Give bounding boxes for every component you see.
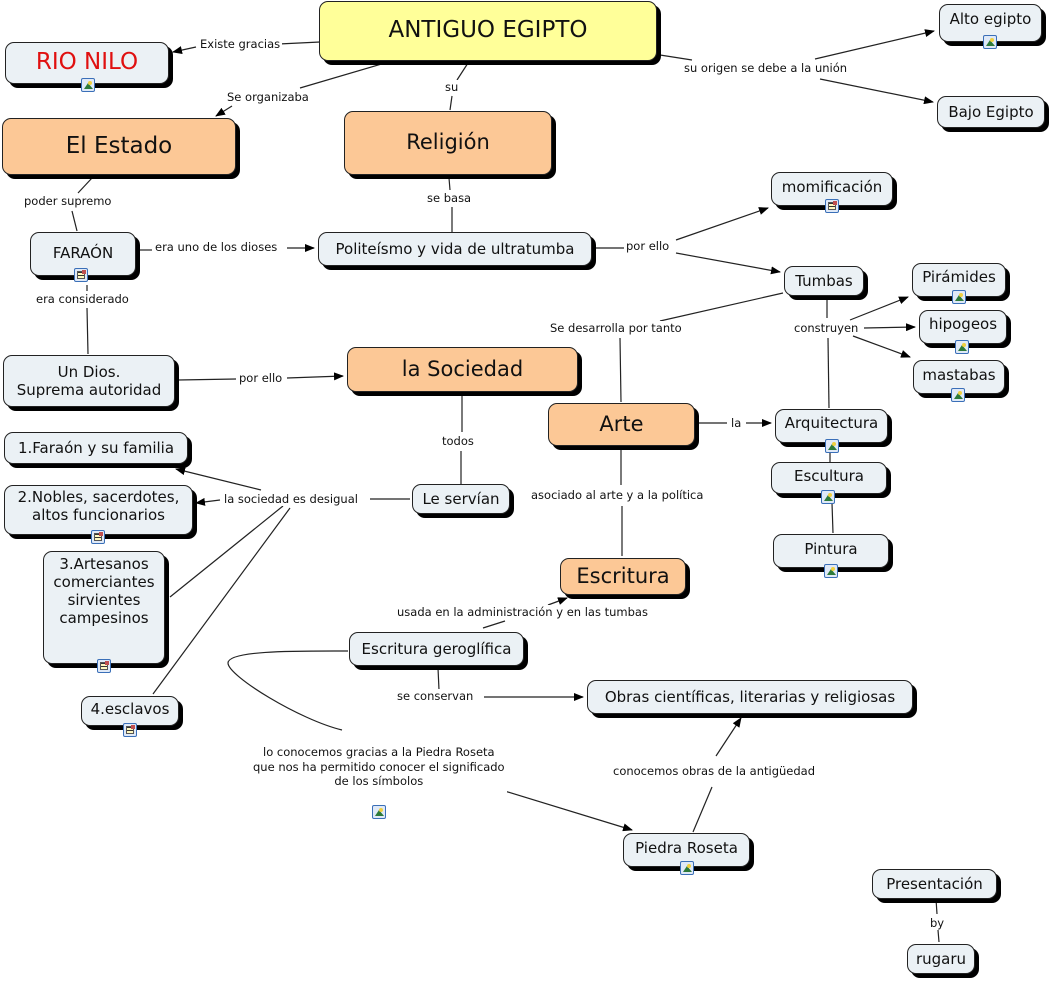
link-su-origen[interactable]: su origen se debe a la unión [682, 61, 850, 76]
node-label: Le servían [422, 490, 500, 508]
node-label: FARAÓN [52, 244, 114, 262]
node-obras[interactable]: Obras científicas, literarias y religios… [587, 680, 913, 714]
node-politeismo[interactable]: Politeísmo y vida de ultratumba [318, 232, 592, 266]
link-por-ello-1[interactable]: por ello [624, 239, 672, 254]
document-resource-icon[interactable] [74, 268, 88, 282]
node-label: Piedra Roseta [635, 839, 738, 857]
node-label: Tumbas [795, 272, 853, 290]
node-label: 3.Artesanos comerciantes sirvientes camp… [53, 555, 155, 627]
node-rio-nilo[interactable]: RIO NILO [5, 42, 169, 92]
image-resource-icon[interactable] [952, 290, 966, 304]
node-nobles[interactable]: 2.Nobles, sacerdotes, altos funcionarios [4, 485, 193, 544]
node-label: RIO NILO [35, 49, 139, 76]
node-label: ANTIGUO EGIPTO [388, 17, 588, 44]
link-poder-supremo[interactable]: poder supremo [22, 194, 114, 209]
node-artesanos[interactable]: 3.Artesanos comerciantes sirvientes camp… [43, 551, 165, 673]
node-label: hipogeos [928, 315, 998, 333]
node-label: Escritura [576, 563, 670, 588]
node-rugaru[interactable]: rugaru [907, 944, 975, 974]
node-pintura[interactable]: Pintura [773, 534, 889, 578]
document-resource-icon[interactable] [91, 530, 105, 544]
node-label: momificación [781, 178, 883, 196]
node-label: Escritura geroglífica [361, 640, 512, 658]
image-resource-icon[interactable] [824, 564, 838, 578]
node-arquitectura[interactable]: Arquitectura [775, 409, 888, 453]
node-el-estado[interactable]: El Estado [2, 118, 236, 175]
link-conocemos-obras[interactable]: conocemos obras de la antigüedad [611, 764, 818, 779]
link-por-ello-2[interactable]: por ello [237, 371, 285, 386]
link-se-organizaba[interactable]: Se organizaba [225, 90, 311, 105]
node-arte[interactable]: Arte [548, 403, 695, 446]
node-label: Arquitectura [784, 414, 879, 432]
node-le-servian[interactable]: Le servían [412, 484, 510, 514]
link-se-desarrolla[interactable]: Se desarrolla por tanto [548, 321, 684, 336]
link-usada[interactable]: usada en la administración y en las tumb… [395, 605, 650, 620]
link-se-basa[interactable]: se basa [425, 191, 474, 206]
link-todos[interactable]: todos [440, 434, 476, 449]
node-momificacion[interactable]: momificación [771, 172, 893, 213]
image-resource-icon[interactable] [983, 35, 997, 49]
node-antiguo-egipto[interactable]: ANTIGUO EGIPTO [319, 1, 657, 61]
link-se-conservan[interactable]: se conservan [395, 689, 476, 704]
document-resource-icon[interactable] [123, 723, 137, 737]
link-by[interactable]: by [928, 916, 947, 931]
node-label: Bajo Egipto [948, 103, 1034, 121]
node-label: Alto egipto [949, 10, 1032, 28]
node-label: El Estado [65, 132, 173, 159]
image-resource-icon[interactable] [371, 804, 386, 819]
link-era-uno[interactable]: era uno de los dioses [153, 240, 280, 255]
image-resource-icon[interactable] [680, 861, 694, 875]
link-la[interactable]: la [729, 416, 744, 431]
node-piedra-roseta[interactable]: Piedra Roseta [623, 833, 750, 875]
image-resource-icon[interactable] [81, 78, 95, 92]
node-mastabas[interactable]: mastabas [913, 360, 1005, 402]
link-construyen[interactable]: construyen [792, 321, 861, 336]
node-label: Pintura [804, 540, 858, 558]
node-label: Un Dios. Suprema autoridad [16, 363, 162, 399]
node-label: 1.Faraón y su familia [17, 439, 175, 457]
node-religion[interactable]: Religión [344, 111, 552, 175]
node-label: rugaru [915, 950, 967, 968]
node-la-sociedad[interactable]: la Sociedad [347, 347, 578, 392]
image-resource-icon[interactable] [821, 490, 835, 504]
node-label: Pirámides [922, 268, 996, 286]
node-escultura[interactable]: Escultura [771, 462, 887, 504]
node-faraon[interactable]: FARAÓN [30, 232, 136, 282]
node-hipogeos[interactable]: hipogeos [919, 310, 1007, 354]
node-label: mastabas [922, 366, 996, 384]
link-asociado[interactable]: asociado al arte y a la política [529, 488, 706, 503]
node-piramides[interactable]: Pirámides [912, 263, 1006, 304]
link-existe-gracias[interactable]: Existe gracias [198, 37, 283, 52]
node-tumbas[interactable]: Tumbas [784, 266, 864, 296]
node-label: Escultura [794, 467, 864, 485]
node-label: Politeísmo y vida de ultratumba [335, 240, 575, 258]
document-resource-icon[interactable] [825, 199, 839, 213]
node-label: Religión [406, 130, 490, 155]
node-label: Obras científicas, literarias y religios… [604, 688, 896, 706]
node-escritura[interactable]: Escritura [560, 558, 686, 595]
link-lo-conocemos[interactable]: lo conocemos gracias a la Piedra Roseta … [251, 731, 507, 823]
node-label: la Sociedad [401, 356, 524, 381]
node-un-dios[interactable]: Un Dios. Suprema autoridad [3, 355, 175, 407]
node-faraon-familia[interactable]: 1.Faraón y su familia [4, 432, 188, 464]
image-resource-icon[interactable] [951, 388, 965, 402]
node-escritura-geroglifica[interactable]: Escritura geroglífica [349, 632, 524, 666]
document-resource-icon[interactable] [97, 659, 111, 673]
node-esclavos[interactable]: 4.esclavos [81, 696, 179, 737]
link-la-sociedad-desigual[interactable]: la sociedad es desigual [222, 492, 360, 507]
node-label: Presentación [886, 875, 983, 893]
image-resource-icon[interactable] [955, 340, 969, 354]
link-lo-conocemos-text: lo conocemos gracias a la Piedra Roseta … [253, 745, 505, 789]
image-resource-icon[interactable] [825, 439, 839, 453]
node-alto-egipto[interactable]: Alto egipto [939, 4, 1042, 49]
node-label: Arte [599, 411, 644, 436]
node-bajo-egipto[interactable]: Bajo Egipto [937, 96, 1045, 128]
link-era-considerado[interactable]: era considerado [34, 292, 131, 307]
node-label: 4.esclavos [90, 700, 170, 718]
node-label: 2.Nobles, sacerdotes, altos funcionarios [17, 488, 180, 524]
node-presentacion[interactable]: Presentación [872, 869, 997, 899]
link-su[interactable]: su [443, 80, 461, 95]
